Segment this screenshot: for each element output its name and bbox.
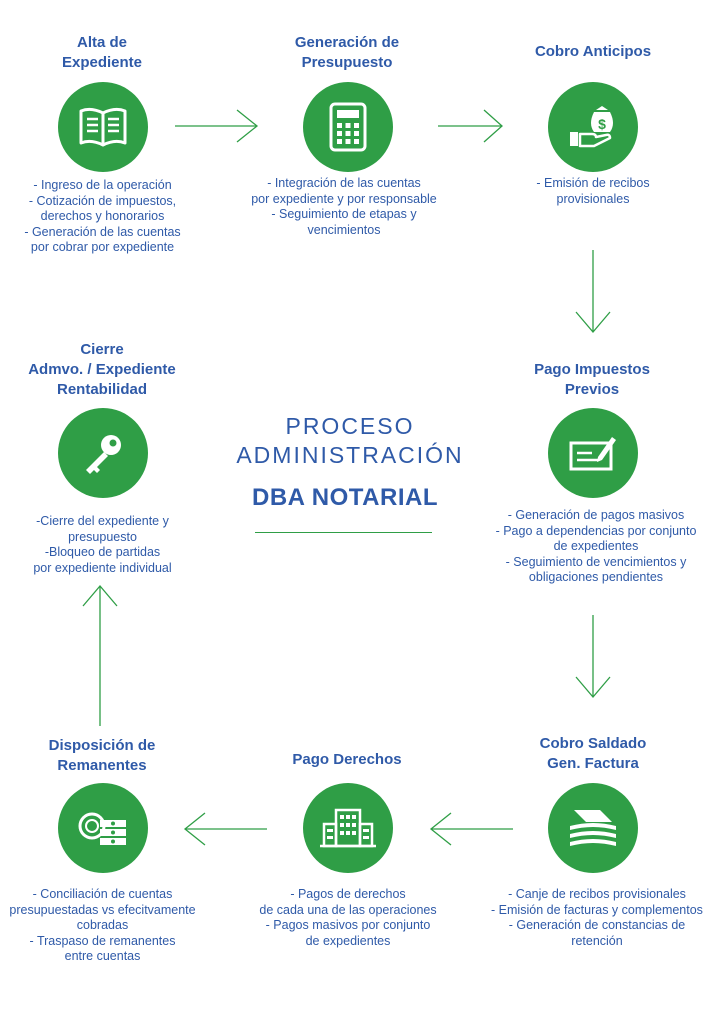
building-icon (320, 808, 376, 848)
step-title: Disposición de Remanentes (48, 737, 156, 774)
coins-cash-icon (78, 812, 126, 845)
step-icon-circle: $ (548, 82, 638, 172)
step-title: Pago Derechos (292, 751, 402, 768)
step-title: Cobro Saldado Gen. Factura (539, 735, 647, 772)
step-icon-circle (58, 408, 148, 498)
step-description: - Ingreso de la operación - Cotización d… (24, 178, 181, 254)
arrow-left (429, 812, 513, 846)
arrow-down (575, 250, 611, 334)
arrow-right (175, 109, 259, 143)
step-icon-circle (303, 783, 393, 873)
step-description: -Cierre del expediente y presupuesto -Bl… (33, 514, 172, 575)
step-icon-circle (548, 408, 638, 498)
step-title: Cobro Anticipos (534, 43, 652, 60)
step-title: Cierre Admvo. / Expediente Rentabilidad (28, 341, 176, 398)
step-title: Alta de Expediente (61, 34, 143, 71)
step-description: - Emisión de recibos provisionales (536, 176, 650, 206)
step-cobro-saldado: Cobro Saldado Gen. Factura (483, 734, 703, 774)
step-description: - Conciliación de cuentas presupuestadas… (9, 887, 196, 963)
center-divider (255, 532, 432, 533)
bill-stack-icon (570, 810, 616, 846)
step-title: Generación de Presupuesto (294, 34, 400, 71)
center-title-line2: ADMINISTRACIÓN (236, 442, 464, 468)
step-description: - Pagos de derechos de cada una de las o… (259, 887, 437, 948)
center-title-line1: PROCESO (285, 413, 415, 439)
check-sign-icon (569, 437, 616, 471)
step-description: - Generación de pagos masivos - Pago a d… (495, 508, 697, 584)
center-subtitle: DBA NOTARIAL (252, 484, 438, 511)
step-icon-circle (58, 82, 148, 172)
calculator-icon (329, 102, 367, 152)
step-cierre-expediente: Cierre Admvo. / Expediente Rentabilidad (0, 340, 212, 400)
arrow-up (82, 584, 118, 726)
step-alta-expediente: Alta de Expediente (0, 33, 212, 73)
book-icon (79, 107, 127, 147)
key-icon (86, 435, 121, 474)
step-icon-circle (303, 82, 393, 172)
step-disposicion-remanentes: Disposición de Remanentes (0, 736, 212, 776)
step-pago-derechos: Pago Derechos (237, 750, 457, 770)
step-title: Pago Impuestos Previos (534, 361, 650, 398)
step-cobro-anticipos: Cobro Anticipos (483, 42, 703, 62)
step-description: - Canje de recibos provisionales - Emisi… (491, 887, 703, 948)
step-description: - Integración de las cuentas por expedie… (251, 176, 437, 237)
svg-text:$: $ (598, 116, 606, 132)
arrow-left (183, 812, 267, 846)
step-pago-impuestos: Pago Impuestos Previos (482, 360, 702, 400)
step-icon-circle (548, 783, 638, 873)
arrow-down (575, 615, 611, 699)
arrow-right (438, 109, 503, 143)
step-icon-circle (58, 783, 148, 873)
money-hand-icon: $ (570, 106, 613, 148)
step-generacion-presupuesto: Generación de Presupuesto (237, 33, 457, 73)
